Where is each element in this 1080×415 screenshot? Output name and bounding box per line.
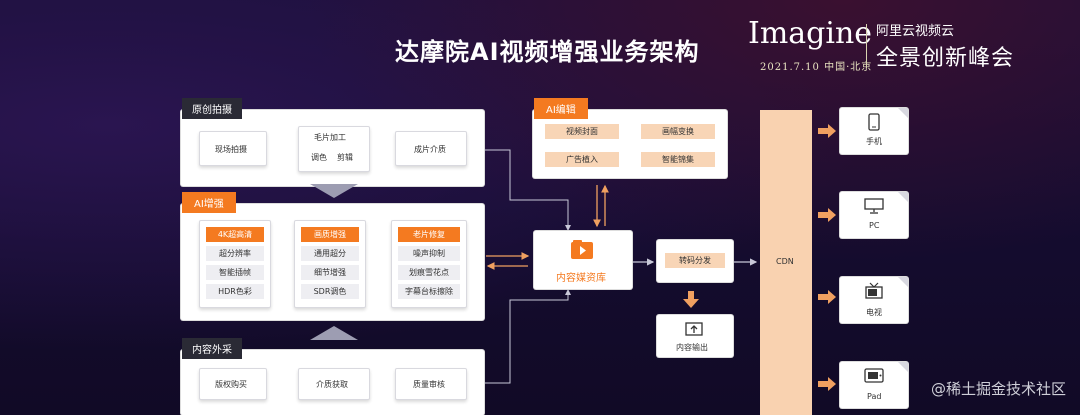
connector-external-library <box>484 289 571 384</box>
device-phone-label: 手机 <box>866 137 882 146</box>
edit-item: 广告植入 <box>545 152 619 167</box>
enhance-item: 噪声抑制 <box>398 246 460 261</box>
enhance-item: 超分辨率 <box>206 246 264 261</box>
media-library-label: 内容媒资库 <box>556 273 606 284</box>
brand-imagine: Imagine <box>748 16 873 51</box>
brand-divider <box>866 24 867 68</box>
enhance-item: HDR色彩 <box>206 284 264 299</box>
arrow-to-tv-head <box>828 290 836 304</box>
arrow-to-phone <box>818 128 828 134</box>
enhance-item: 字幕台标擦除 <box>398 284 460 299</box>
original-shoot-panel: 现场拍摄 毛片加工 调色 剪辑 成片介质 <box>181 110 484 186</box>
enhance-col-quality: 画质增强 通用超分 细节增强 SDR调色 <box>294 220 366 308</box>
ai-enhance-tag: AI增强 <box>182 192 236 213</box>
output-label: 内容输出 <box>676 343 708 352</box>
brand-date: 2021.7.10 中国·北京 <box>760 62 873 73</box>
enhance-item: 细节增强 <box>301 265 359 280</box>
media-get-label: 介质获取 <box>316 380 348 389</box>
cdn-label: CDN <box>776 257 794 266</box>
ai-enhance-panel: 4K超高清 超分辨率 智能插帧 HDR色彩 画质增强 通用超分 细节增强 SDR… <box>181 204 484 320</box>
edit-item: 画幅变换 <box>641 124 715 139</box>
upload-icon <box>685 322 703 336</box>
flow-up-triangle <box>310 326 358 340</box>
rough-cut-card: 毛片加工 调色 剪辑 <box>298 126 370 172</box>
page-title: 达摩院AI视频增强业务架构 <box>395 38 700 66</box>
transcode-panel: 转码分发 <box>657 240 733 282</box>
device-tv-label: 电视 <box>866 308 882 317</box>
edit-item: 智能锦集 <box>641 152 715 167</box>
media-get-card: 介质获取 <box>298 368 370 400</box>
brand-summit: 全景创新峰会 <box>876 46 1015 71</box>
enhance-item: 通用超分 <box>301 246 359 261</box>
device-pad-box: Pad <box>840 362 908 408</box>
final-media-label: 成片介质 <box>414 145 446 154</box>
monitor-icon <box>864 198 884 214</box>
watermark: @稀土掘金技术社区 <box>930 380 1066 398</box>
enhance-item: SDR调色 <box>301 284 359 299</box>
enhance-4k-head: 4K超高清 <box>206 227 264 242</box>
arrow-to-pad <box>818 381 828 387</box>
quality-label: 质量审核 <box>413 380 445 389</box>
enhance-item: 划痕雪花点 <box>398 265 460 280</box>
arrow-to-pad-head <box>828 377 836 391</box>
enhance-item: 智能插帧 <box>206 265 264 280</box>
license-label: 版权购买 <box>215 380 247 389</box>
edit-item: 视频封面 <box>545 124 619 139</box>
transcode-label: 转码分发 <box>665 253 725 268</box>
original-shoot-tag: 原创拍摄 <box>182 98 242 119</box>
enhance-quality-head: 画质增强 <box>301 227 359 242</box>
quality-card: 质量审核 <box>395 368 467 400</box>
tv-icon <box>865 282 883 299</box>
play-folder-icon <box>571 240 593 259</box>
enhance-col-restore: 老片修复 噪声抑制 划痕雪花点 字幕台标擦除 <box>391 220 467 308</box>
device-phone-box: 手机 <box>840 108 908 154</box>
device-pc-label: PC <box>869 221 880 230</box>
external-tag: 内容外采 <box>182 338 242 359</box>
ai-edit-tag: AI编辑 <box>534 98 588 119</box>
cdn-bar: CDN <box>760 110 812 415</box>
final-media-card: 成片介质 <box>395 131 467 166</box>
rough-cut-label: 毛片加工 <box>314 133 346 142</box>
external-panel: 版权购买 介质获取 质量审核 <box>181 350 484 415</box>
down-arrow-icon <box>683 291 699 308</box>
color-grade-label: 调色 <box>311 153 327 162</box>
connector-shoot-library <box>484 149 571 231</box>
arrow-to-tv <box>818 294 828 300</box>
flow-down-triangle <box>310 184 358 198</box>
editing-label: 剪辑 <box>337 153 353 162</box>
enhance-col-4k: 4K超高清 超分辨率 智能插帧 HDR色彩 <box>199 220 271 308</box>
phone-icon <box>868 113 880 131</box>
brand-org: 阿里云视频云 <box>876 24 955 39</box>
arrow-to-pc <box>818 212 828 218</box>
arrow-to-pc-head <box>828 208 836 222</box>
device-arrows <box>818 124 836 391</box>
device-pad-label: Pad <box>867 392 882 401</box>
ai-edit-panel: 视频封面 画幅变换 广告植入 智能锦集 <box>533 110 727 178</box>
arrow-to-phone-head <box>828 124 836 138</box>
tablet-icon <box>864 368 884 383</box>
output-panel: 内容输出 <box>657 315 733 357</box>
scene-shoot-card: 现场拍摄 <box>199 131 267 166</box>
license-card: 版权购买 <box>199 368 267 400</box>
scene-shoot-label: 现场拍摄 <box>215 145 247 154</box>
device-tv-box: 电视 <box>840 277 908 323</box>
device-pc-box: PC <box>840 192 908 238</box>
media-library-box: 内容媒资库 <box>534 231 632 289</box>
enhance-restore-head: 老片修复 <box>398 227 460 242</box>
